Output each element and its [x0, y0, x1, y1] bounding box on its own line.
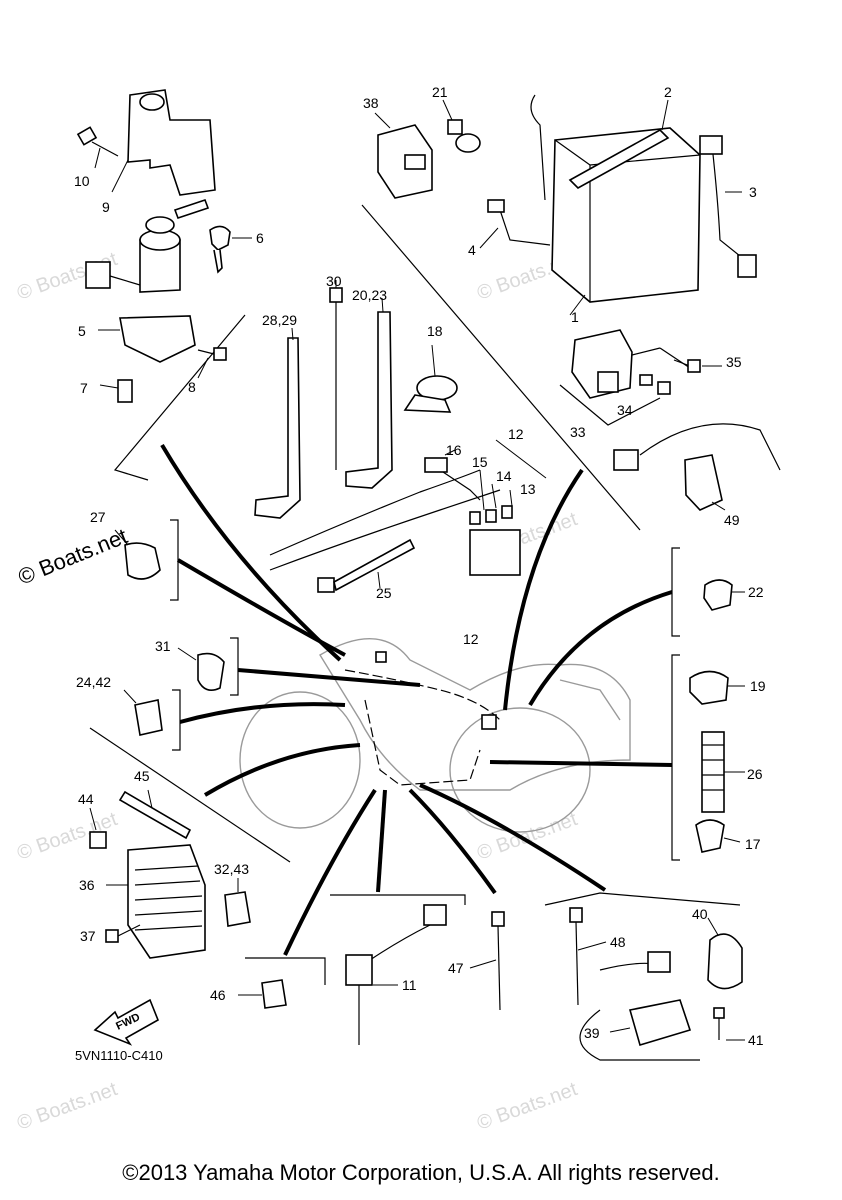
part-label-27: 27 — [90, 509, 106, 525]
cable-tie-part-48 — [569, 907, 607, 1006]
bolt-part-35 — [673, 359, 722, 373]
bolt-part-37 — [105, 924, 141, 943]
sensor-part-49 — [613, 423, 781, 511]
battery-band-part-2 — [568, 99, 670, 189]
part-label-37: 37 — [80, 928, 96, 944]
watermark-faint: © Boats.net — [14, 1078, 120, 1135]
part-label-14: 14 — [496, 468, 512, 484]
band-part-20-23 — [345, 297, 393, 489]
rectifier-part-36 — [106, 844, 206, 959]
part-label-7: 7 — [80, 380, 88, 396]
cable-tie-part-45 — [118, 789, 192, 840]
part-label-45: 45 — [134, 768, 150, 784]
relay-part-38 — [374, 112, 433, 199]
part-label-12b: 12 — [463, 631, 479, 647]
part-label-31: 31 — [155, 638, 171, 654]
part-label-36: 36 — [79, 877, 95, 893]
drawing-code: 5VN1110-C410 — [75, 1048, 163, 1063]
part-label-39: 39 — [584, 1025, 600, 1041]
cable-tie-part-30 — [329, 280, 343, 470]
watermark: © Boats.net — [15, 523, 131, 589]
part-label-48: 48 — [610, 934, 626, 950]
part-label-3: 3 — [749, 184, 757, 200]
part-label-12a: 12 — [508, 426, 524, 442]
bolt-part-10 — [76, 126, 119, 169]
band-part-28-29 — [254, 327, 301, 519]
cable-tie-part-25 — [317, 538, 416, 593]
starter-relay-part-33 — [559, 329, 691, 426]
clamp-part-46 — [238, 979, 287, 1009]
part-label-28-29: 28,29 — [262, 312, 297, 328]
clamp-part-19 — [689, 670, 745, 705]
battery-lead-part-3 — [699, 135, 757, 278]
screw-part-8 — [197, 347, 227, 379]
clip-part-31 — [177, 647, 225, 691]
part-label-5: 5 — [78, 323, 86, 339]
sub-harness-parts-12-16 — [269, 439, 547, 576]
part-label-16: 16 — [446, 442, 462, 458]
part-label-47: 47 — [448, 960, 464, 976]
part-label-35: 35 — [726, 354, 742, 370]
main-switch-part-5 — [85, 198, 210, 363]
part-label-8: 8 — [188, 379, 196, 395]
part-label-10: 10 — [74, 173, 90, 189]
part-label-17: 17 — [745, 836, 761, 852]
part-label-18: 18 — [427, 323, 443, 339]
part-label-25: 25 — [376, 585, 392, 601]
cable-tie-part-47 — [469, 911, 505, 1011]
clamp-part-32-43 — [224, 878, 251, 927]
part-label-49: 49 — [724, 512, 740, 528]
part-label-13: 13 — [520, 481, 536, 497]
part-label-19: 19 — [750, 678, 766, 694]
motorcycle-outline — [239, 637, 631, 833]
switch-part-11 — [345, 904, 447, 1045]
clamp-part-27 — [114, 529, 161, 580]
minus-lead-part-4 — [479, 94, 551, 249]
clamp-part-22 — [703, 579, 745, 611]
section-borders — [89, 204, 741, 985]
key-part-6 — [209, 225, 252, 274]
part-label-30: 30 — [326, 273, 342, 289]
part-labels: 1 2 3 4 5 6 7 8 9 10 11 12 12 13 14 15 1… — [74, 84, 766, 1048]
clamp-part-21 — [442, 99, 481, 153]
holder-part-18 — [403, 344, 458, 413]
tube-part-26 — [701, 731, 745, 813]
part-label-44: 44 — [78, 791, 94, 807]
part-label-15: 15 — [472, 454, 488, 470]
rubber-part-40 — [707, 917, 743, 990]
part-label-21: 21 — [432, 84, 448, 100]
bracket-part-9 — [111, 89, 216, 196]
part-label-1: 1 — [571, 309, 579, 325]
part-label-24-42: 24,42 — [76, 674, 111, 690]
part-label-6: 6 — [256, 230, 264, 246]
nut-part-44 — [89, 807, 107, 849]
copyright-footer: ©2013 Yamaha Motor Corporation, U.S.A. A… — [122, 1160, 720, 1185]
part-label-11: 11 — [402, 977, 417, 993]
clamp-part-17 — [695, 819, 741, 853]
part-label-2: 2 — [664, 84, 672, 100]
screw-part-41 — [713, 1007, 745, 1041]
part-label-26: 26 — [747, 766, 763, 782]
watermark-faint: © Boats.net — [474, 808, 580, 865]
bolt-part-7 — [99, 379, 133, 403]
part-label-33: 33 — [570, 424, 586, 440]
part-label-20-23: 20,23 — [352, 287, 387, 303]
part-label-32-43: 32,43 — [214, 861, 249, 877]
part-label-41: 41 — [748, 1032, 764, 1048]
clamp-part-24-42 — [123, 689, 163, 736]
part-label-22: 22 — [748, 584, 764, 600]
part-label-38: 38 — [363, 95, 379, 111]
part-label-34: 34 — [617, 402, 633, 418]
parts-diagram: © Boats.net © Boats.net © Boats.net © Bo… — [14, 84, 781, 1135]
forward-arrow-icon: FWD — [93, 998, 160, 1046]
callout-lines — [160, 443, 673, 956]
part-label-9: 9 — [102, 199, 110, 215]
part-label-46: 46 — [210, 987, 226, 1003]
wire-harness-on-bike — [344, 651, 501, 786]
watermark-faint: © Boats.net — [474, 1078, 580, 1135]
part-label-4: 4 — [468, 242, 476, 258]
sensor-part-39 — [579, 951, 700, 1061]
part-label-40: 40 — [692, 906, 708, 922]
